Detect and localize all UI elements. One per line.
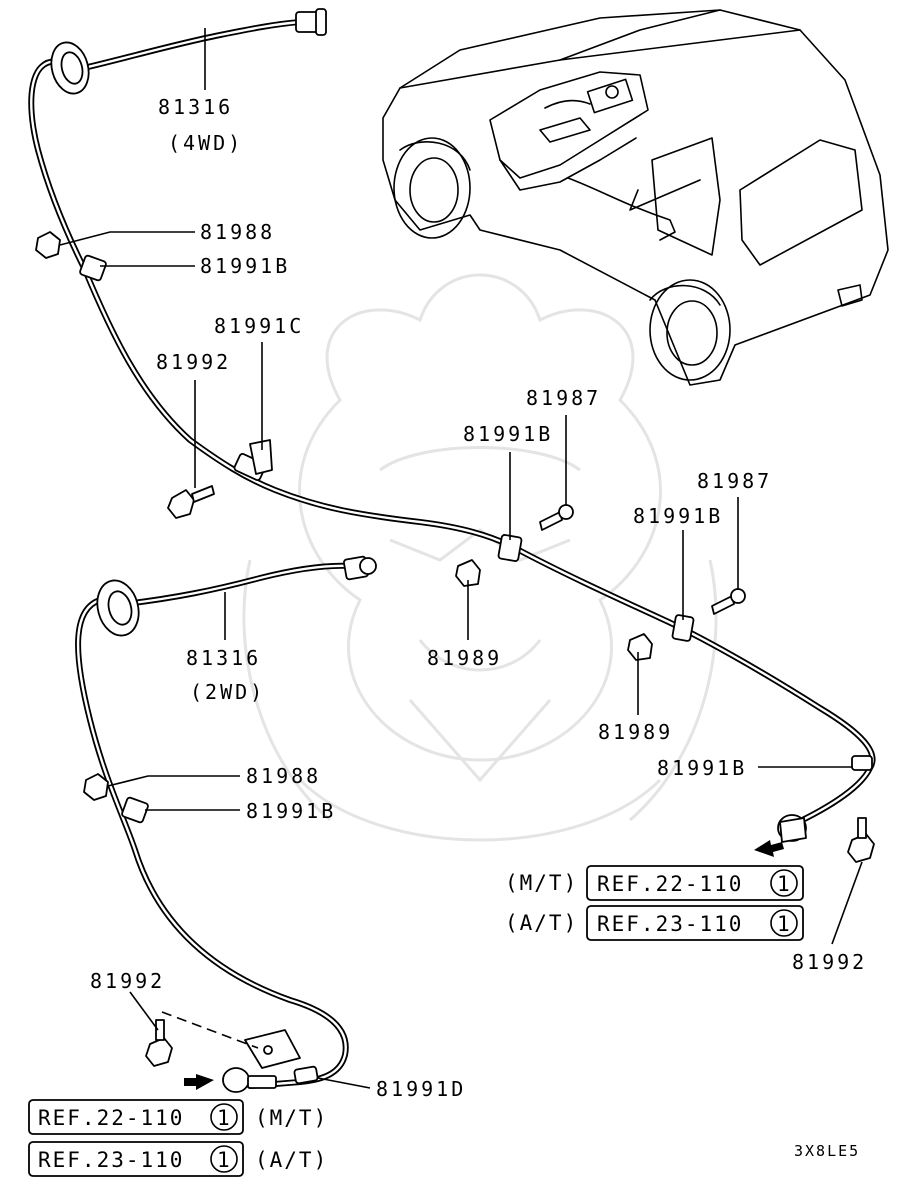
bottom-mt-label: (M/T): [255, 1106, 328, 1130]
bottom-at-circle: [210, 1145, 238, 1173]
callout-81991d: 81991D: [376, 1077, 466, 1101]
leader-lines: [59, 28, 863, 1089]
callout-81316-4wd: 81316: [158, 95, 233, 119]
figure-code: 3X8LE5: [794, 1142, 860, 1160]
clip-icon: [455, 559, 653, 661]
watermark-emblem: [242, 273, 718, 842]
cable-end-connector: [295, 8, 327, 36]
callout-81316-2wd: 81316: [186, 646, 261, 670]
callout-81989-2: 81989: [598, 720, 673, 744]
reference-right-at: (A/T) REF.23-110 1: [505, 905, 804, 941]
bottom-mt-ref-box: [28, 1099, 244, 1135]
callout-81988-top: 81988: [200, 220, 275, 244]
vehicle-illustration: [382, 9, 889, 386]
cable-end-connector: [343, 555, 377, 581]
arrow-icon: [754, 840, 784, 857]
bottom-at-ref: REF.23-110: [38, 1148, 184, 1172]
bottom-mt-circle-num: 1: [217, 1106, 230, 1130]
speedometer-cable-2wd: [75, 562, 353, 1089]
right-mt-circle-num: 1: [777, 872, 790, 896]
cable-end-fitting: [222, 1029, 301, 1093]
bottom-at-label: (A/T): [255, 1148, 328, 1172]
reference-bottom-mt: REF.22-110 1 (M/T): [28, 1099, 328, 1135]
bottom-mt-circle: [210, 1103, 238, 1131]
right-at-ref-box: [586, 905, 804, 941]
bottom-mt-ref: REF.22-110: [38, 1106, 184, 1130]
right-mt-ref-box: [586, 865, 804, 901]
right-at-circle-num: 1: [777, 912, 790, 936]
callout-2wd-variant: (2WD): [190, 680, 265, 704]
callout-81991b-mid2: 81991B: [633, 504, 723, 528]
reference-bottom-at: REF.23-110 1 (A/T): [28, 1141, 328, 1177]
right-mt-label: (M/T): [505, 871, 578, 895]
callout-81988-lower: 81988: [246, 764, 321, 788]
right-at-circle: [770, 909, 798, 937]
bottom-at-ref-box: [28, 1141, 244, 1177]
callout-81991b-lower: 81991B: [246, 799, 336, 823]
bottom-at-circle-num: 1: [217, 1148, 230, 1172]
right-mt-ref: REF.22-110: [597, 872, 743, 896]
right-mt-circle: [770, 869, 798, 897]
callout-81987-mid2: 81987: [697, 469, 772, 493]
callout-81989-1: 81989: [427, 646, 502, 670]
arrow-icon: [184, 1074, 214, 1090]
callout-81987-mid1: 81987: [526, 386, 601, 410]
callout-81992-right: 81992: [792, 950, 867, 974]
right-at-label: (A/T): [505, 911, 578, 935]
cable-end-fitting: [777, 814, 807, 843]
right-at-ref: REF.23-110: [597, 912, 743, 936]
callout-81991b-right: 81991B: [657, 756, 747, 780]
callout-4wd-variant: (4WD): [168, 131, 243, 155]
callout-81991b-mid1: 81991B: [463, 422, 553, 446]
speedometer-cable-4wd: [28, 19, 876, 829]
clamp-icon: [79, 254, 873, 1085]
callout-81992-left: 81992: [156, 350, 231, 374]
bolt-icon: [145, 485, 875, 1067]
reference-right-mt: (M/T) REF.22-110 1: [505, 865, 804, 901]
grommet-icon: [96, 579, 140, 637]
grommet-icon: [50, 41, 90, 95]
callout-81991b-top: 81991B: [200, 254, 290, 278]
screw-icon: [539, 504, 746, 615]
callout-81992-bottom: 81992: [90, 969, 165, 993]
callout-81991c: 81991C: [214, 314, 304, 338]
nut-icon: [35, 231, 109, 801]
